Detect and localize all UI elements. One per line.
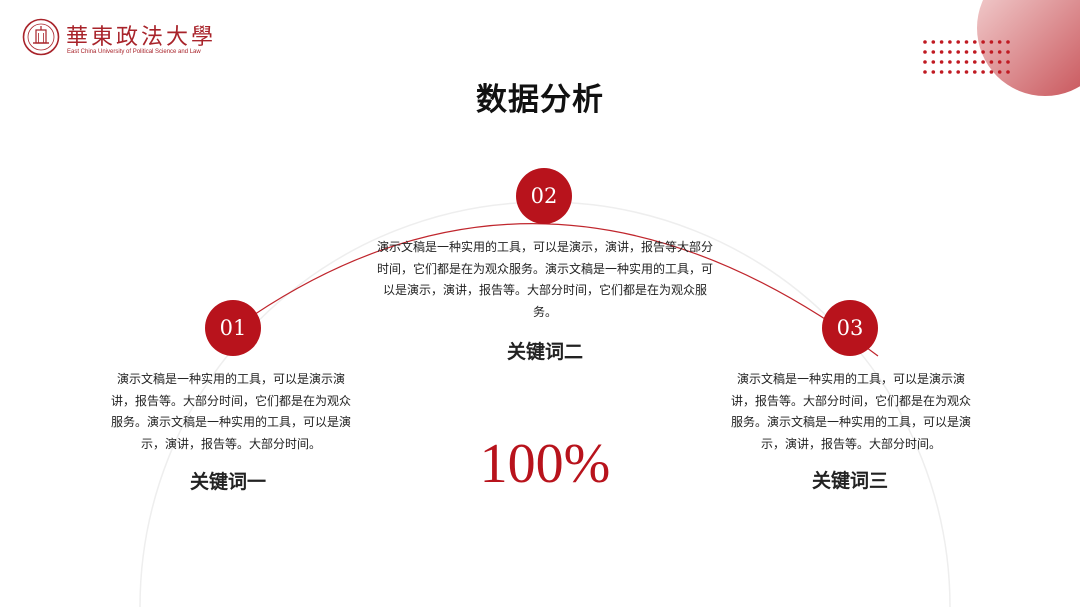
decor-dot [956,60,960,64]
keyword-03: 关键词三 [811,470,888,492]
decor-dot [923,50,927,54]
decor-dot [948,40,952,44]
decor-dot [939,60,944,64]
center-percentage: 100% [479,433,611,495]
decor-dot [923,70,927,74]
decor-dot [964,50,969,54]
decor-dot [948,70,952,74]
decor-dot [956,40,960,44]
keyword-01: 关键词一 [189,471,266,493]
decor-dot [923,40,927,44]
decor-dot [964,70,969,74]
decor-dot [931,60,936,64]
university-name-cn: 華東政法大學 [66,25,217,50]
decor-dot [931,50,936,54]
decor-dot [997,50,1002,54]
decor-dot [939,70,944,74]
decor-dot [964,60,969,64]
decor-dot [981,60,985,64]
decor-dot [997,60,1002,64]
dot-grid [923,40,1010,74]
node-01: 01 [205,300,261,356]
decor-dot [989,40,994,44]
decor-dot [1006,60,1010,64]
decor-dot [989,70,994,74]
decor-dot [964,40,969,44]
decor-dot [939,50,944,54]
description-02: 演示文稿是一种实用的工具，可以是演示，演讲，报告等大部分时间，它们都是在为观众服… [376,240,713,319]
decor-dot [981,40,985,44]
decor-dot [973,50,977,54]
decor-dot [981,70,985,74]
page-title: 数据分析 [476,82,604,118]
university-name-en: East China University of Political Scien… [67,49,201,55]
decor-dot [939,40,944,44]
decor-dot [956,50,960,54]
decor-dot [931,40,936,44]
decor-dot [956,70,960,74]
decor-dot [981,50,985,54]
decor-dot [931,70,936,74]
decor-dot [923,60,927,64]
description-01: 演示文稿是一种实用的工具，可以是演示演讲，报告等。大部分时间，它们都是在为观众服… [110,372,351,451]
description-03: 演示文稿是一种实用的工具，可以是演示演讲，报告等。大部分时间，它们都是在为观众服… [730,372,971,451]
connector-arc [231,223,879,357]
decor-dot [997,40,1002,44]
university-seal-icon [22,18,60,56]
decor-dot [948,60,952,64]
keyword-02: 关键词二 [506,341,583,363]
node-03: 03 [822,300,878,356]
node-02: 02 [516,168,572,224]
decor-dot [989,50,994,54]
corner-circle [977,0,1080,96]
decor-dot [973,70,977,74]
decor-dot [1006,50,1010,54]
decor-dot [1006,40,1010,44]
decor-dot [948,50,952,54]
decor-dot [989,60,994,64]
decor-dot [973,40,977,44]
decor-dot [1006,70,1010,74]
decor-dot [997,70,1002,74]
decor-dot [973,60,977,64]
university-logo: 華東政法大學 East China University of Politica… [22,18,222,60]
